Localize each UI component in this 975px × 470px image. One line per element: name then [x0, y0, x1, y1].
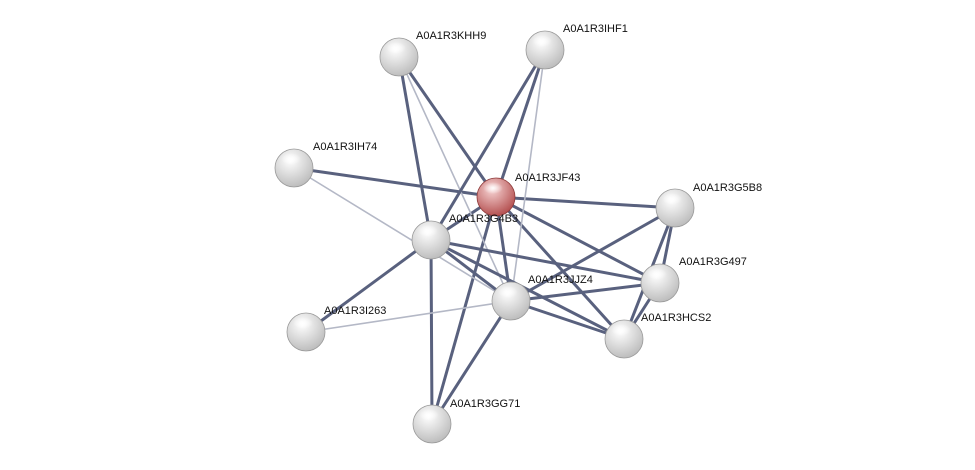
edge-a0a1r3jf43-a0a1r3g497 [494, 195, 662, 285]
edge-a0a1r3khh9-a0a1r3g4b3 [397, 55, 433, 242]
node-highlight [662, 193, 682, 205]
node-highlight [418, 225, 438, 237]
edge-a0a1r3jf43-a0a1r3ihf1 [494, 48, 547, 199]
node-a0a1r3g497[interactable] [640, 263, 680, 303]
edge-a0a1r3g4b3-a0a1r3gg71 [429, 238, 434, 426]
node-label-a0a1r3g497: A0A1R3G497 [679, 256, 747, 268]
node-label-a0a1r3gg71: A0A1R3GG71 [450, 398, 520, 410]
nodes-layer [274, 30, 695, 444]
node-a0a1r3g4b3[interactable] [411, 220, 451, 260]
edge-a0a1r3ihf1-a0a1r3jjz4 [510, 49, 546, 302]
edge-a0a1r3g4b3-a0a1r3hcs2 [429, 238, 626, 341]
node-a0a1r3i263[interactable] [286, 312, 326, 352]
edge-a0a1r3ihf1-a0a1r3g4b3 [429, 48, 547, 242]
node-label-a0a1r3ihf1: A0A1R3IHF1 [563, 23, 628, 35]
node-highlight [281, 153, 301, 165]
edge-a0a1r3ih74-a0a1r3jjz4 [293, 167, 512, 302]
node-highlight [498, 286, 518, 298]
node-label-a0a1r3hcs2: A0A1R3HCS2 [641, 312, 711, 324]
edge-a0a1r3g497-a0a1r3jjz4 [509, 281, 662, 303]
edge-a0a1r3jf43-a0a1r3hcs2 [494, 195, 626, 341]
edge-a0a1r3g4b3-a0a1r3g497 [429, 238, 662, 285]
node-a0a1r3jf43[interactable] [476, 177, 516, 217]
node-highlight [386, 42, 406, 54]
node-highlight [647, 268, 667, 280]
labels-layer: A0A1R3JF43 A0A1R3KHH9 A0A1R3IHF1A0A1R3IH74… [313, 23, 762, 410]
node-highlight [532, 35, 552, 47]
edge-a0a1r3jf43-a0a1r3khh9 [397, 55, 498, 199]
node-highlight [483, 182, 503, 194]
node-a0a1r3ihf1[interactable] [525, 30, 565, 70]
node-a0a1r3gg71[interactable] [412, 404, 452, 444]
node-label-a0a1r3jf43: A0A1R3JF43 [515, 172, 580, 184]
edge-a0a1r3jjz4-a0a1r3hcs2 [509, 299, 626, 341]
node-a0a1r3hcs2[interactable] [604, 319, 644, 359]
node-a0a1r3jjz4[interactable] [491, 281, 531, 321]
node-label-a0a1r3i263: A0A1R3I263 [324, 305, 386, 317]
edge-a0a1r3g5b8-a0a1r3jjz4 [509, 206, 677, 303]
edge-a0a1r3g4b3-a0a1r3i263 [304, 238, 433, 334]
node-highlight [419, 409, 439, 421]
node-label-a0a1r3jjz4: A0A1R3JJZ4 [528, 274, 593, 286]
node-a0a1r3g5b8[interactable] [655, 188, 695, 228]
edge-a0a1r3jf43-a0a1r3ih74 [292, 166, 498, 199]
edge-a0a1r3jjz4-a0a1r3gg71 [430, 299, 513, 426]
node-label-a0a1r3ih74: A0A1R3IH74 [313, 141, 377, 153]
node-label-a0a1r3g5b8: A0A1R3G5B8 [693, 182, 762, 194]
node-label-a0a1r3g4b3: A0A1R3G4B3 [449, 213, 518, 225]
edges-layer [292, 48, 677, 426]
node-highlight [611, 324, 631, 336]
node-label-a0a1r3khh9: A0A1R3KHH9 [416, 30, 486, 42]
node-a0a1r3ih74[interactable] [274, 148, 314, 188]
edge-a0a1r3khh9-a0a1r3jjz4 [398, 56, 512, 302]
node-a0a1r3khh9[interactable] [379, 37, 419, 77]
edge-a0a1r3jjz4-a0a1r3i263 [305, 300, 512, 333]
edge-a0a1r3jf43-a0a1r3g5b8 [494, 195, 677, 210]
node-highlight [293, 317, 313, 329]
edge-a0a1r3jf43-a0a1r3gg71 [430, 195, 498, 426]
